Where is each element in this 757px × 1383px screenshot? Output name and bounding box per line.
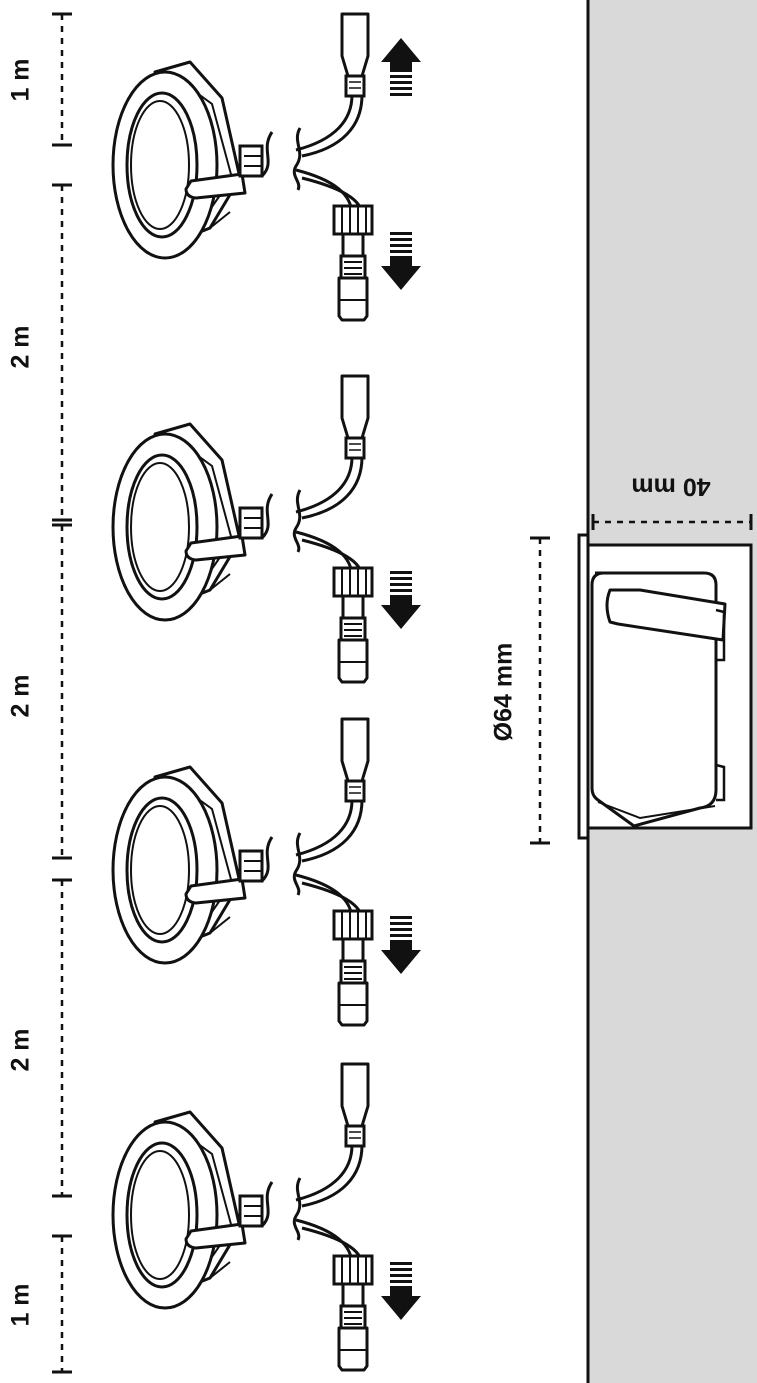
spot-3 bbox=[111, 717, 421, 1027]
arrow-up-icon bbox=[381, 38, 421, 96]
spot-spacing-3: 2 m bbox=[7, 1028, 35, 1071]
arrow-down-icon bbox=[381, 571, 421, 629]
spot-spacing-2: 2 m bbox=[7, 674, 35, 717]
diameter-label: Ø64 mm bbox=[490, 643, 518, 742]
installed-spot-section bbox=[577, 533, 753, 840]
diameter-dimension: Ø64 mm bbox=[490, 536, 550, 845]
cable-spacing-dimension: 1 m 2 m 2 m 2 m 1 m bbox=[7, 12, 72, 1374]
spot-spacing-1: 2 m bbox=[7, 325, 35, 368]
spot-4 bbox=[111, 1062, 421, 1372]
arrow-down-icon bbox=[381, 1262, 421, 1320]
depth-dimension: 40 mm bbox=[591, 472, 753, 530]
arrow-down-icon bbox=[381, 916, 421, 974]
depth-label: 40 mm bbox=[631, 472, 710, 500]
cable-length-top: 1 m bbox=[7, 58, 35, 101]
arrow-down-icon bbox=[381, 232, 421, 290]
spot-2 bbox=[111, 374, 421, 684]
spot-1 bbox=[111, 12, 421, 322]
cable-length-bottom: 1 m bbox=[7, 1283, 35, 1326]
